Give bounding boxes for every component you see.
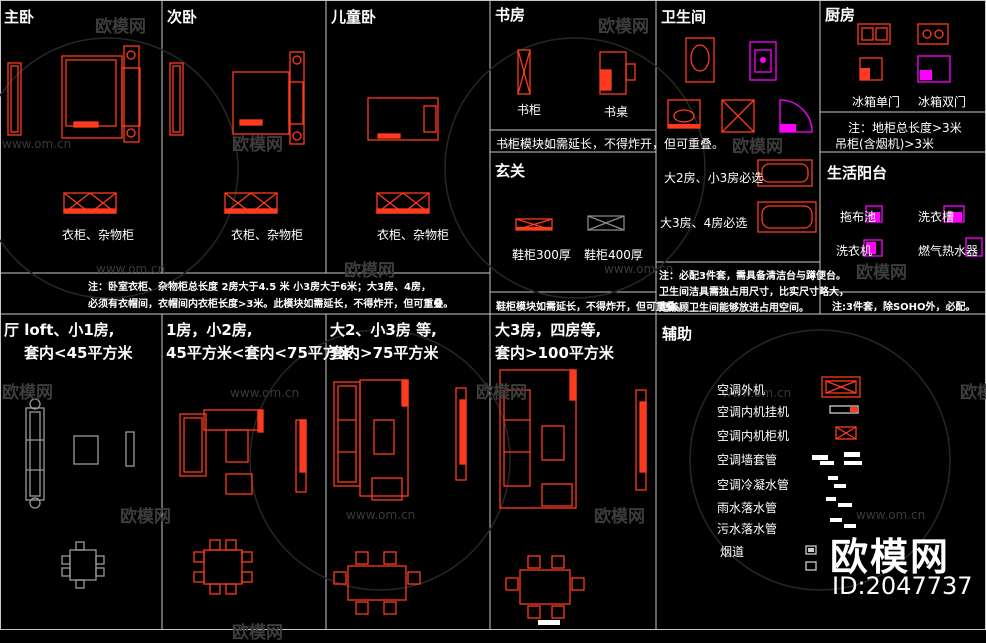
watermark-brand: 欧模网 [476,383,527,403]
master-bedroom-furniture [7,45,141,214]
kids-room-furniture [367,97,439,214]
watermark-url: www.om.cn [722,386,792,400]
watermark-brand: 欧模网 [232,135,283,155]
watermark-brand: 欧模网 [232,623,283,643]
master-bedroom-caption: 衣柜、杂物柜 [62,228,135,242]
second-bedroom-title: 次卧 [167,8,198,26]
loft-living-furniture [25,398,135,589]
watermark-url: www.om.cn [346,508,416,522]
cad-drawing [0,0,986,630]
study-title: 书房 [495,6,526,24]
medium-living-heading-2: 套内>75平方米 [330,344,439,362]
watermark-brand: 欧模网 [598,17,649,37]
large-living-heading-2: 套内>100平方米 [495,344,614,362]
medium-living-heading-1: 大2、小3房 等, [330,321,437,339]
watermark-brand: 欧模网 [120,507,171,527]
watermark-url: www.om.cn [230,386,300,400]
aux-symbols [805,376,862,571]
study-desk-label: 书桌 [604,105,629,119]
small-living-heading-1: 1房，小2房, [166,321,253,339]
bedroom-note-2: 必须有衣帽间，衣帽间内衣柜长度>3米。此模块如需延长，不得炸开，但可重叠。 [88,299,454,310]
entry-furniture [515,215,625,231]
watermark-url: www.om.cn [604,262,674,276]
loft-heading-2: 套内<45平方米 [24,344,133,362]
watermark-brand: 欧模网 [856,263,907,283]
entry-title: 玄关 [495,162,526,180]
watermark-brand: 欧模网 [95,17,146,37]
washer-label: 洗衣机 [836,244,873,258]
study-note: 书柜模块如需延长，不得炸开，但可重叠。 [496,137,725,151]
aux-item: 空调外机 [717,383,766,397]
second-bedroom-furniture [169,51,305,214]
loft-heading-1: 厅 loft、小1房, [4,321,115,339]
watermark-url: www.om.cn [500,138,570,152]
watermark-url: www.om.cn [96,262,166,276]
aux-item: 空调墙套管 [717,453,778,467]
study-furniture [517,49,636,95]
watermark-brand: 欧模网 [2,383,53,403]
second-bedroom-caption: 衣柜、杂物柜 [231,228,304,242]
aux-item: 空调内机挂机 [717,405,790,419]
study-cabinet-label: 书柜 [517,103,542,117]
shoe-cabinet-400-label: 鞋柜400厚 [584,248,643,262]
bathroom-note-2: 卫生间洁具需独占用尺寸，比实尺寸略大， [659,287,849,298]
bathroom-note-1: 注：必配3件套，需具备清洁台与蹲便台。 [659,271,846,282]
bathroom-note-3: 是兼顾卫生间能够放进占用空间。 [659,303,809,314]
balcony-fixtures [863,205,983,257]
bathroom-title: 卫生间 [661,8,707,26]
watermark-brand: 欧模网 [732,137,783,157]
watermark-brand: 欧模网 [344,261,395,281]
watermark-arcs [0,37,951,591]
brand-logo-text: 欧模网 [830,535,951,579]
kitchen-fixtures [857,23,951,83]
bedroom-note-1: 注：卧室衣柜、杂物柜总长度 2房大于4.5 米 小3房大于6米；大3房、4房， [88,282,431,293]
watermark-brand: 欧模网 [960,383,986,403]
kids-room-title: 儿童卧 [331,8,377,26]
large-living-furniture [499,369,647,625]
aux-item: 空调冷凝水管 [717,478,790,492]
watermark-url: www.om.cn [856,508,926,522]
water-heater-label: 燃气热水器 [918,244,979,258]
mop-sink-label: 拖布池 [840,210,877,224]
aux-item: 污水落水管 [717,522,778,536]
small-living-heading-2: 45平方米<套内<75平方米 [166,344,353,362]
entry-note: 鞋柜模块如需延长，不得炸开，但可重叠。 [496,302,686,313]
bathroom-fixtures [667,37,817,233]
laundry-sink-label: 洗衣槽 [918,210,955,224]
shoe-cabinet-300-label: 鞋柜300厚 [512,248,571,262]
fridge-double-label: 冰箱双门 [918,95,967,109]
aux-item: 空调内机柜机 [717,429,790,443]
bathtub-large-label: 大3房、4房必选 [660,216,748,230]
medium-living-furniture [333,379,467,615]
watermark-url: www.om.cn [2,137,72,151]
master-bedroom-title: 主卧 [4,8,35,26]
kids-room-caption: 衣柜、杂物柜 [377,228,450,242]
fridge-single-label: 冰箱单门 [852,95,901,109]
bathtub-small-label: 大2房、小3房必选 [664,171,764,185]
watermark-brand: 欧模网 [594,507,645,527]
balcony-note: 注:3件套，除SOHO外，必配。 [832,302,976,313]
aux-item: 烟道 [720,545,745,559]
kitchen-note-1: 注：地柜总长度>3米 [848,121,962,135]
aux-item: 雨水落水管 [717,501,778,515]
kitchen-note-2: 吊柜(含烟机)>3米 [835,137,935,151]
small-living-furniture [179,409,307,595]
kitchen-title: 厨房 [825,6,856,24]
balcony-title: 生活阳台 [827,164,888,182]
image-id-label: ID:2047737 [832,572,973,600]
aux-title: 辅助 [662,325,693,343]
large-living-heading-1: 大3房，四房等, [495,321,602,339]
